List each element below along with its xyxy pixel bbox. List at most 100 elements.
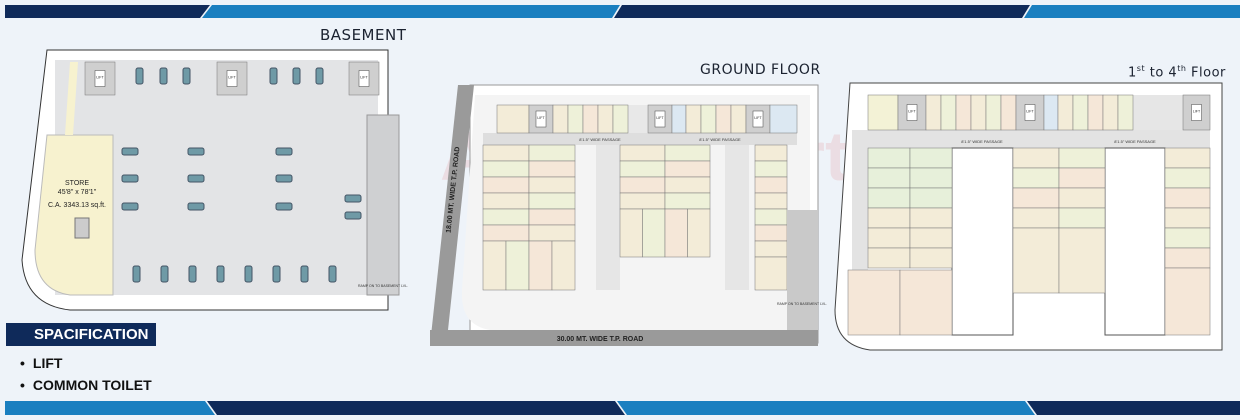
shop-unit xyxy=(909,247,953,269)
shop-unit xyxy=(664,192,711,210)
shop-unit xyxy=(909,207,953,229)
shop-unit xyxy=(1000,94,1017,131)
shop-unit xyxy=(867,247,911,269)
lift-label: LIFT xyxy=(360,76,368,80)
shop-unit xyxy=(482,144,530,162)
shop-unit xyxy=(730,104,747,134)
shop-unit xyxy=(1057,94,1074,131)
shop-unit xyxy=(909,167,953,189)
shop-unit xyxy=(1012,167,1060,189)
lift-icon xyxy=(1191,104,1202,121)
shop-unit xyxy=(482,208,530,226)
shop-unit xyxy=(867,94,899,131)
passage xyxy=(483,133,797,145)
shop-unit xyxy=(612,104,629,134)
shop-unit xyxy=(482,192,530,210)
lift-icon xyxy=(654,110,666,128)
shop-unit xyxy=(664,160,711,178)
shop-unit xyxy=(909,187,953,209)
shop-unit xyxy=(1164,147,1211,169)
lift-label: LIFT xyxy=(1193,110,1201,114)
lift-label: LIFT xyxy=(228,76,236,80)
passage-label: 8'1.5" WIDE PASSAGE xyxy=(961,139,1003,144)
car-icon xyxy=(269,67,278,85)
car-icon xyxy=(292,67,301,85)
basement-title: BASEMENT xyxy=(320,26,407,44)
shop-unit xyxy=(867,147,911,169)
shop-unit xyxy=(528,176,576,194)
shop-unit xyxy=(700,104,717,134)
store-size: 45'8" x 78'1" xyxy=(58,189,97,196)
shop-unit xyxy=(505,240,530,291)
shop-unit xyxy=(754,144,788,162)
shop-unit xyxy=(867,167,911,189)
road-bottom xyxy=(430,330,818,346)
lift-icon xyxy=(1024,104,1036,121)
passage-label: 8'1.5" WIDE PASSAGE xyxy=(579,137,621,142)
shop-unit xyxy=(685,104,702,134)
car-icon xyxy=(135,67,144,85)
shop-unit xyxy=(1164,187,1211,209)
car-icon xyxy=(275,202,293,211)
lift-icon xyxy=(906,104,918,121)
shop-unit xyxy=(664,176,711,194)
shop-unit xyxy=(1058,207,1106,229)
shop-unit xyxy=(867,187,911,209)
car-icon xyxy=(244,265,253,283)
car-icon xyxy=(188,265,197,283)
shop-unit xyxy=(754,160,788,178)
shop-unit xyxy=(619,176,666,194)
shop-unit xyxy=(1058,187,1106,209)
bottom-band xyxy=(5,401,1240,415)
lift-icon xyxy=(226,70,238,87)
lift-core xyxy=(647,104,673,134)
shop-unit xyxy=(552,104,569,134)
title-part: th xyxy=(1177,64,1187,73)
road-left xyxy=(430,85,474,345)
lift-label: LIFT xyxy=(537,116,545,120)
shop-unit xyxy=(754,240,788,258)
spec-item: COMMON TOILET xyxy=(20,377,152,393)
car-icon xyxy=(121,147,139,156)
shop-unit xyxy=(528,224,576,242)
car-icon xyxy=(344,194,362,203)
car-icon xyxy=(272,265,281,283)
ramp-label: RAMP ON TO BASEMENT LVL. xyxy=(777,302,827,306)
shop-unit xyxy=(528,160,576,178)
shop-unit xyxy=(567,104,584,134)
shop-unit xyxy=(754,192,788,210)
shop-unit xyxy=(482,224,530,242)
lift-label: LIFT xyxy=(1026,110,1034,114)
car-icon xyxy=(187,147,205,156)
ramp xyxy=(366,114,400,296)
shop-unit xyxy=(754,208,788,226)
lift-icon xyxy=(535,110,547,128)
shop-unit xyxy=(687,208,711,258)
shop-unit xyxy=(482,176,530,194)
shop-unit xyxy=(1164,247,1211,269)
shop-unit xyxy=(1012,227,1060,294)
shop-unit xyxy=(754,224,788,242)
shop-unit xyxy=(955,94,972,131)
car-icon xyxy=(344,211,362,220)
open-void xyxy=(1104,147,1166,336)
shop-unit xyxy=(1043,94,1059,131)
shop-unit xyxy=(1164,207,1211,229)
title-part: 1 xyxy=(1128,65,1137,81)
shop-unit xyxy=(671,104,687,134)
shop-unit xyxy=(1072,94,1089,131)
shop-unit xyxy=(867,207,911,229)
passage-label: 8'1.5" WIDE PASSAGE xyxy=(699,137,741,142)
shop-unit xyxy=(867,227,911,249)
car-icon xyxy=(160,265,169,283)
car-icon xyxy=(275,174,293,183)
shop-unit xyxy=(847,269,901,336)
upper-floor-title: 1st to 4th Floor xyxy=(1128,64,1226,80)
shop-unit xyxy=(582,104,599,134)
shop-unit xyxy=(528,208,576,226)
spec-item: LIFT xyxy=(20,355,63,371)
shop-unit xyxy=(769,104,798,134)
